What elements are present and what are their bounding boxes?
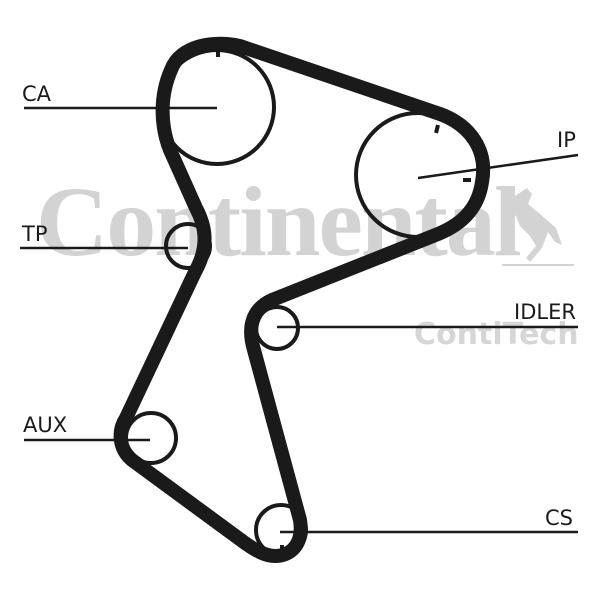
- pulley-tp: [164, 222, 212, 270]
- pulley-aux: [124, 411, 178, 465]
- contitech-logo-text: ContiTech: [414, 317, 579, 352]
- timing-marks: [216, 48, 471, 553]
- leader-lines: [20, 106, 579, 534]
- horse-logo-icon: [502, 188, 574, 266]
- label-ip: IP: [557, 128, 576, 152]
- pulley-cs: [254, 503, 308, 557]
- label-idler: IDLER: [514, 300, 576, 324]
- pulley-ip: [354, 111, 482, 239]
- label-aux: AUX: [23, 413, 68, 437]
- timing-belt: [113, 36, 491, 563]
- leader-ip: [417, 153, 579, 180]
- label-cs: CS: [545, 506, 573, 530]
- label-tp: TP: [22, 222, 48, 246]
- label-ca: CA: [22, 82, 52, 106]
- continental-logo-text: Continental: [36, 166, 522, 277]
